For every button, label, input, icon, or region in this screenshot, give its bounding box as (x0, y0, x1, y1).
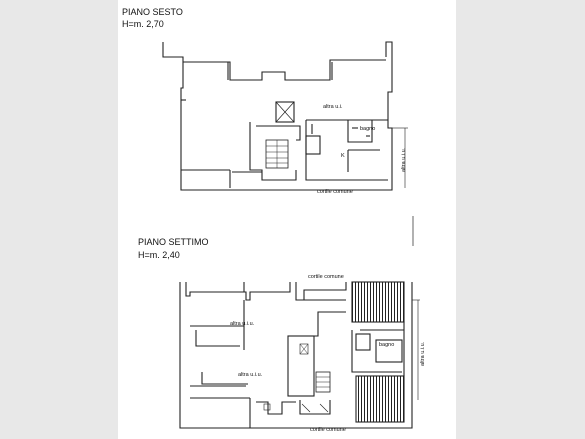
plan-sesto-height: H=m. 2,70 (122, 19, 164, 29)
plan-settimo-title: PIANO SETTIMO (138, 237, 209, 247)
plan-sesto-bathroom: bagno (360, 126, 376, 132)
plan-settimo-bathroom: bagno (379, 342, 395, 348)
plan-settimo-other-unit-side: altra u.i.u. (420, 341, 426, 366)
plan-sesto-title: PIANO SESTO (122, 7, 183, 17)
plan-settimo-walls (179, 216, 420, 429)
plan-settimo-courtyard-bottom: cortile comune (310, 427, 346, 433)
floor-plan-drawing (162, 41, 420, 429)
floor-plan-sheet: PIANO SESTO H=m. 2,70 altra u.i. bagno K… (118, 0, 456, 439)
plan-settimo-other-unit-1: altra u.i.u. (230, 321, 255, 327)
plan-sesto-courtyard: cortile comune (317, 189, 353, 195)
plan-settimo-courtyard-top: cortile comune (308, 274, 344, 280)
plan-settimo-other-unit-2: altra u.i.u. (238, 372, 263, 378)
plan-settimo-height: H=m. 2,40 (138, 250, 180, 260)
plan-sesto-other-unit: altra u.i. (323, 104, 343, 110)
plan-sesto-kitchen: K (341, 153, 345, 159)
plan-sesto-other-unit-side: altra u.i.u. (401, 147, 407, 172)
plan-sesto-walls (162, 41, 408, 191)
